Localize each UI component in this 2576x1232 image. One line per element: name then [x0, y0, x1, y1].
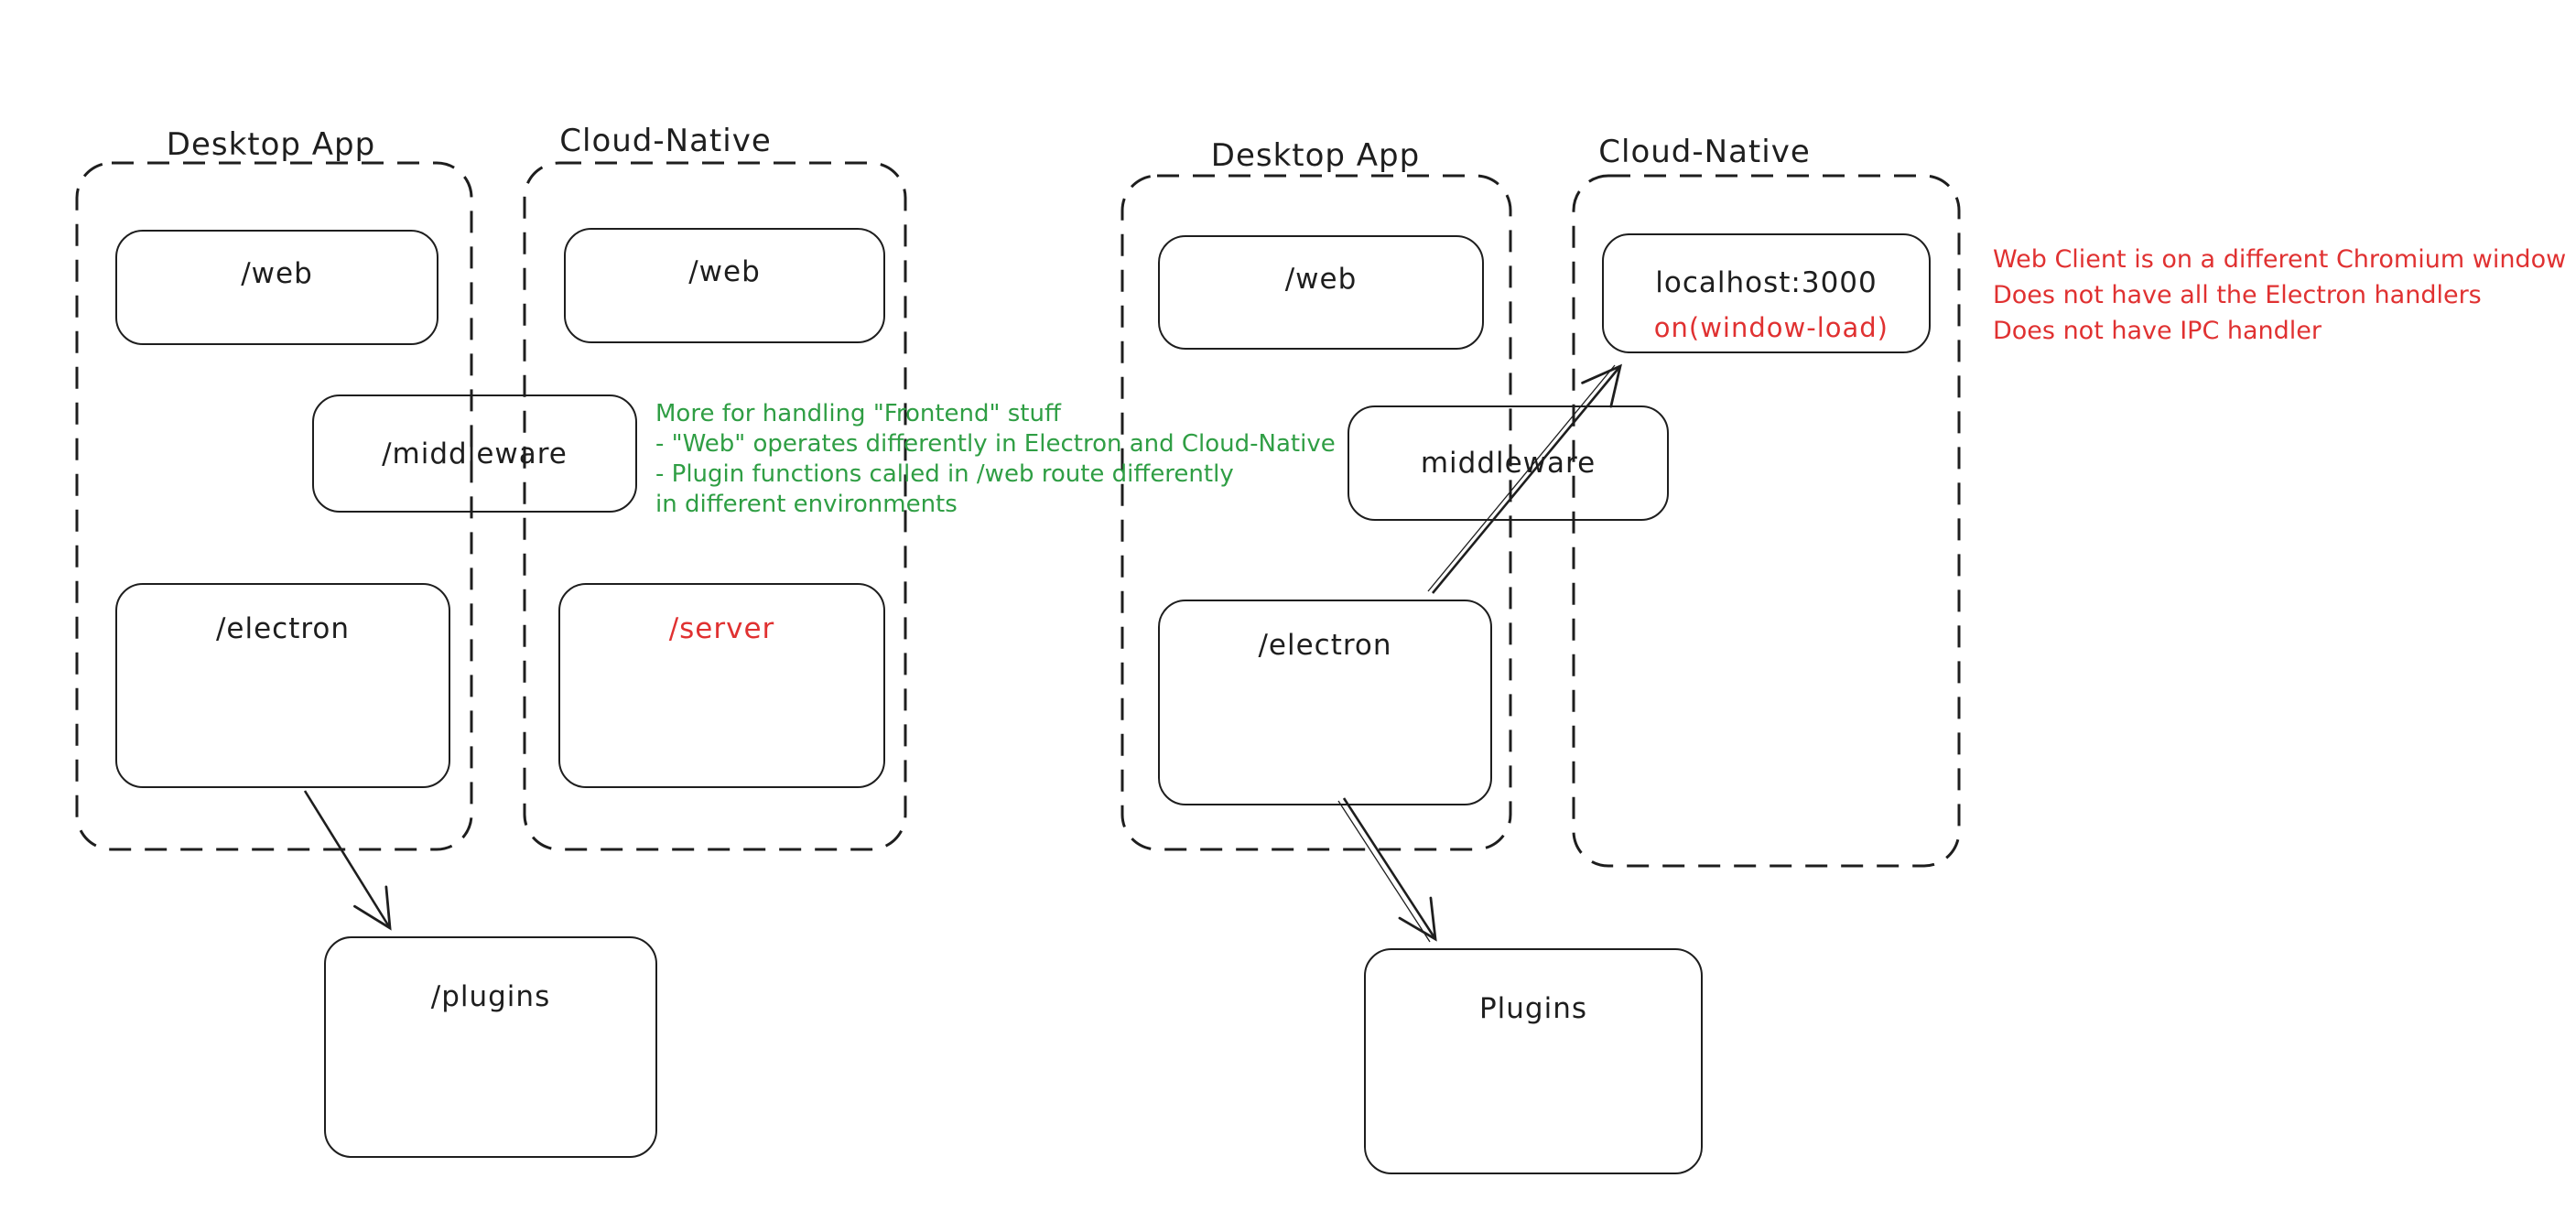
red-annotation-line: Does not have IPC handler: [1993, 317, 2322, 345]
right-desktop-app-title: Desktop App: [1210, 137, 1421, 174]
node-web-left-cloud-label: /web: [688, 255, 761, 288]
green-annotation-line: - Plugin functions called in /web route …: [655, 460, 1234, 488]
node-localhost-3000: localhost:3000 on(window-load): [1602, 233, 1931, 353]
node-electron-left: /electron: [115, 583, 450, 788]
node-web-left-cloud: /web: [564, 228, 885, 343]
arrow-electron-to-plugins-right-doubled-stroke: [1337, 800, 1431, 943]
on-window-load-label: on(window-load): [1653, 311, 1889, 343]
node-server-left-label: /server: [668, 612, 775, 645]
node-electron-left-label: /electron: [215, 612, 351, 645]
node-plugins-left: /plugins: [324, 936, 657, 1158]
node-web-right-desktop: /web: [1158, 235, 1484, 350]
node-plugins-left-label: /plugins: [430, 980, 551, 1013]
arrow-electron-to-plugins-right: [1342, 797, 1437, 942]
red-annotation-line: Does not have all the Electron handlers: [1993, 281, 2482, 309]
node-middleware-left: /middleware: [312, 394, 637, 513]
node-plugins-right: Plugins: [1364, 948, 1703, 1174]
red-annotation: Web Client is on a different Chromium wi…: [1993, 242, 2566, 349]
node-web-left-desktop-label: /web: [241, 257, 313, 290]
node-middleware-right-label: middleware: [1420, 447, 1596, 480]
green-annotation-line: More for handling "Frontend" stuff: [655, 400, 1061, 427]
node-middleware-right: middleware: [1348, 405, 1669, 521]
node-server-left: /server: [558, 583, 885, 788]
node-electron-right: /electron: [1158, 600, 1492, 805]
right-cloud-native-title: Cloud-Native: [1598, 134, 1811, 170]
arrow-electron-to-plugins-left: [303, 790, 392, 931]
node-localhost-3000-label: localhost:3000: [1655, 265, 1878, 299]
green-annotation-line: in different environments: [655, 491, 958, 518]
left-desktop-app-title: Desktop App: [166, 126, 376, 163]
left-cloud-native-title: Cloud-Native: [559, 123, 772, 159]
node-web-right-desktop-label: /web: [1284, 263, 1358, 296]
green-annotation-line: - "Web" operates differently in Electron…: [655, 430, 1336, 458]
node-plugins-right-label: Plugins: [1478, 992, 1588, 1025]
node-middleware-left-label: /middleware: [382, 437, 568, 470]
node-web-left-desktop: /web: [115, 230, 438, 345]
green-annotation: More for handling "Frontend" stuff - "We…: [655, 399, 1336, 520]
node-electron-right-label: /electron: [1258, 629, 1392, 662]
red-annotation-line: Web Client is on a different Chromium wi…: [1993, 245, 2567, 274]
